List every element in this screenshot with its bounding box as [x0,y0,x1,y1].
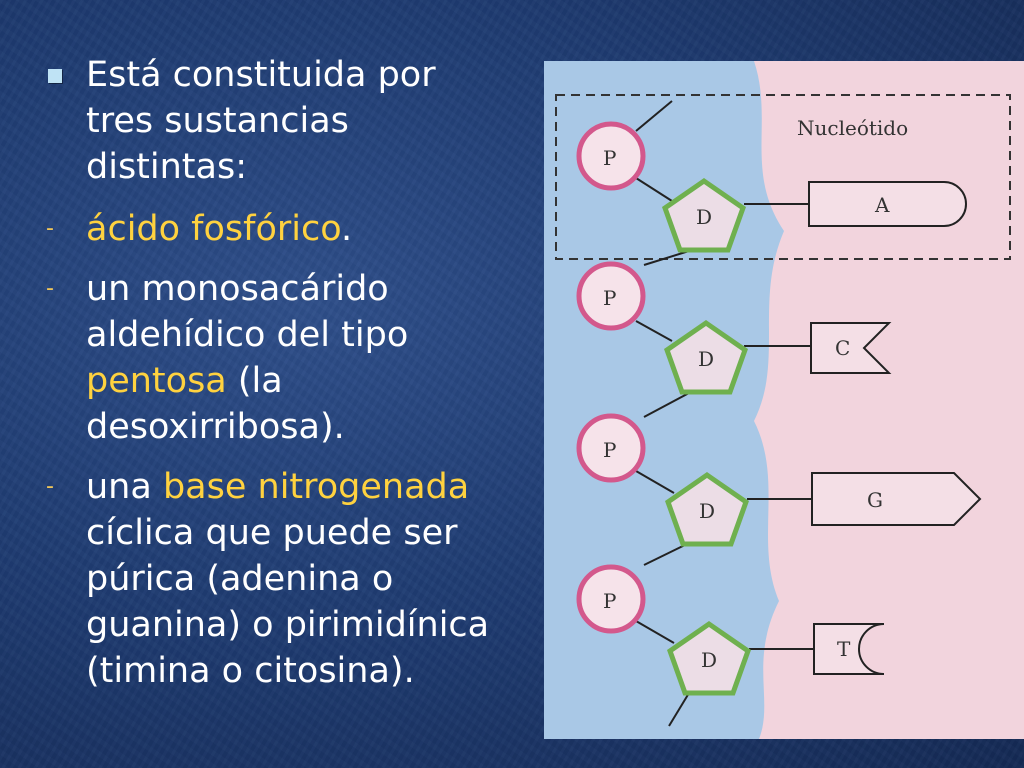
phosphate-label: P [603,589,616,613]
nucleotide-box [555,94,1011,260]
item2-highlight: pentosa [86,361,227,401]
item1-rest: . [341,209,353,249]
item2-line-3: pentosa (la [44,358,544,404]
base-a-label: A [874,193,890,217]
intro-line-3: distintas: [44,144,544,190]
nucleotide-4: P D T [576,564,885,696]
item2-line-2: aldehídico del tipo [44,312,544,358]
base-a-shape [808,181,967,227]
dash-bullet: - [46,216,54,241]
phosphate-label: P [603,146,616,170]
sugar-pentagon [664,319,748,395]
item2-text-1: un monosacárido [86,269,389,309]
intro-text-1: Está constituida por [86,55,436,95]
dna-strand-diagram: Nucleótido P D A P [544,61,1011,739]
strand-connectors [635,100,814,727]
item3-line-4: guanina) o pirimidínica [44,602,544,648]
nucleotide-3: P D G [576,413,982,547]
item3-line-3: púrica (adenina o [44,556,544,602]
item2-text-3: (la [226,361,283,401]
item3-text-2: cíclica que puede ser [86,513,458,553]
item2-line-4: desoxirribosa). [44,404,544,450]
base-c-shape [810,322,892,374]
phosphate-circle [576,564,646,634]
phosphate-label: P [603,286,616,310]
item2-text-2: aldehídico del tipo [86,315,409,355]
sugar-label: D [696,205,712,229]
dash-bullet: - [46,474,54,499]
phosphate-circle [576,261,646,331]
phosphate-label: P [603,438,616,462]
intro-line-1: Está constituida por [44,52,544,98]
item3-highlight: base nitrogenada [162,467,470,507]
sugar-pentagon [662,177,746,253]
intro-text-3: distintas: [86,147,248,187]
item3-prefix: una [86,467,163,507]
slide-text: Está constituida por tres sustancias dis… [44,52,544,694]
phosphate-circle [576,121,646,191]
intro-line-2: tres sustancias [44,98,544,144]
base-c-label: C [835,336,850,360]
base-t-label: T [837,637,851,661]
sugar-label: D [701,648,717,672]
item1-line: - ácido fosfórico. [44,206,544,252]
item1-highlight: ácido fosfórico [86,209,342,249]
item3-line-2: cíclica que puede ser [44,510,544,556]
item3-text-5: (timina o citosina). [86,651,415,691]
item3-text-3: púrica (adenina o [86,559,394,599]
sugar-label: D [699,499,715,523]
base-g-shape [811,472,982,526]
square-bullet-icon [48,69,62,83]
item3-line-1: - una base nitrogenada [44,464,544,510]
item3-line-5: (timina o citosina). [44,648,544,694]
nucleotide-2: P D C [576,261,892,395]
sugar-pentagon [667,620,751,696]
sugar-label: D [698,347,714,371]
base-g-label: G [867,488,883,512]
dna-strand-figure: Nucleótido P D A P [544,61,1024,739]
nucleotide-label: Nucleótido [797,116,908,140]
dash-bullet: - [46,276,54,301]
phosphate-circle [576,413,646,483]
sugar-pentagon [665,471,749,547]
item2-line-1: - un monosacárido [44,266,544,312]
item3-text-4: guanina) o pirimidínica [86,605,490,645]
item2-text-4: desoxirribosa). [86,407,345,447]
base-t-shape [813,623,885,675]
intro-text-2: tres sustancias [86,101,349,141]
nucleotide-1: P D A [576,121,967,253]
